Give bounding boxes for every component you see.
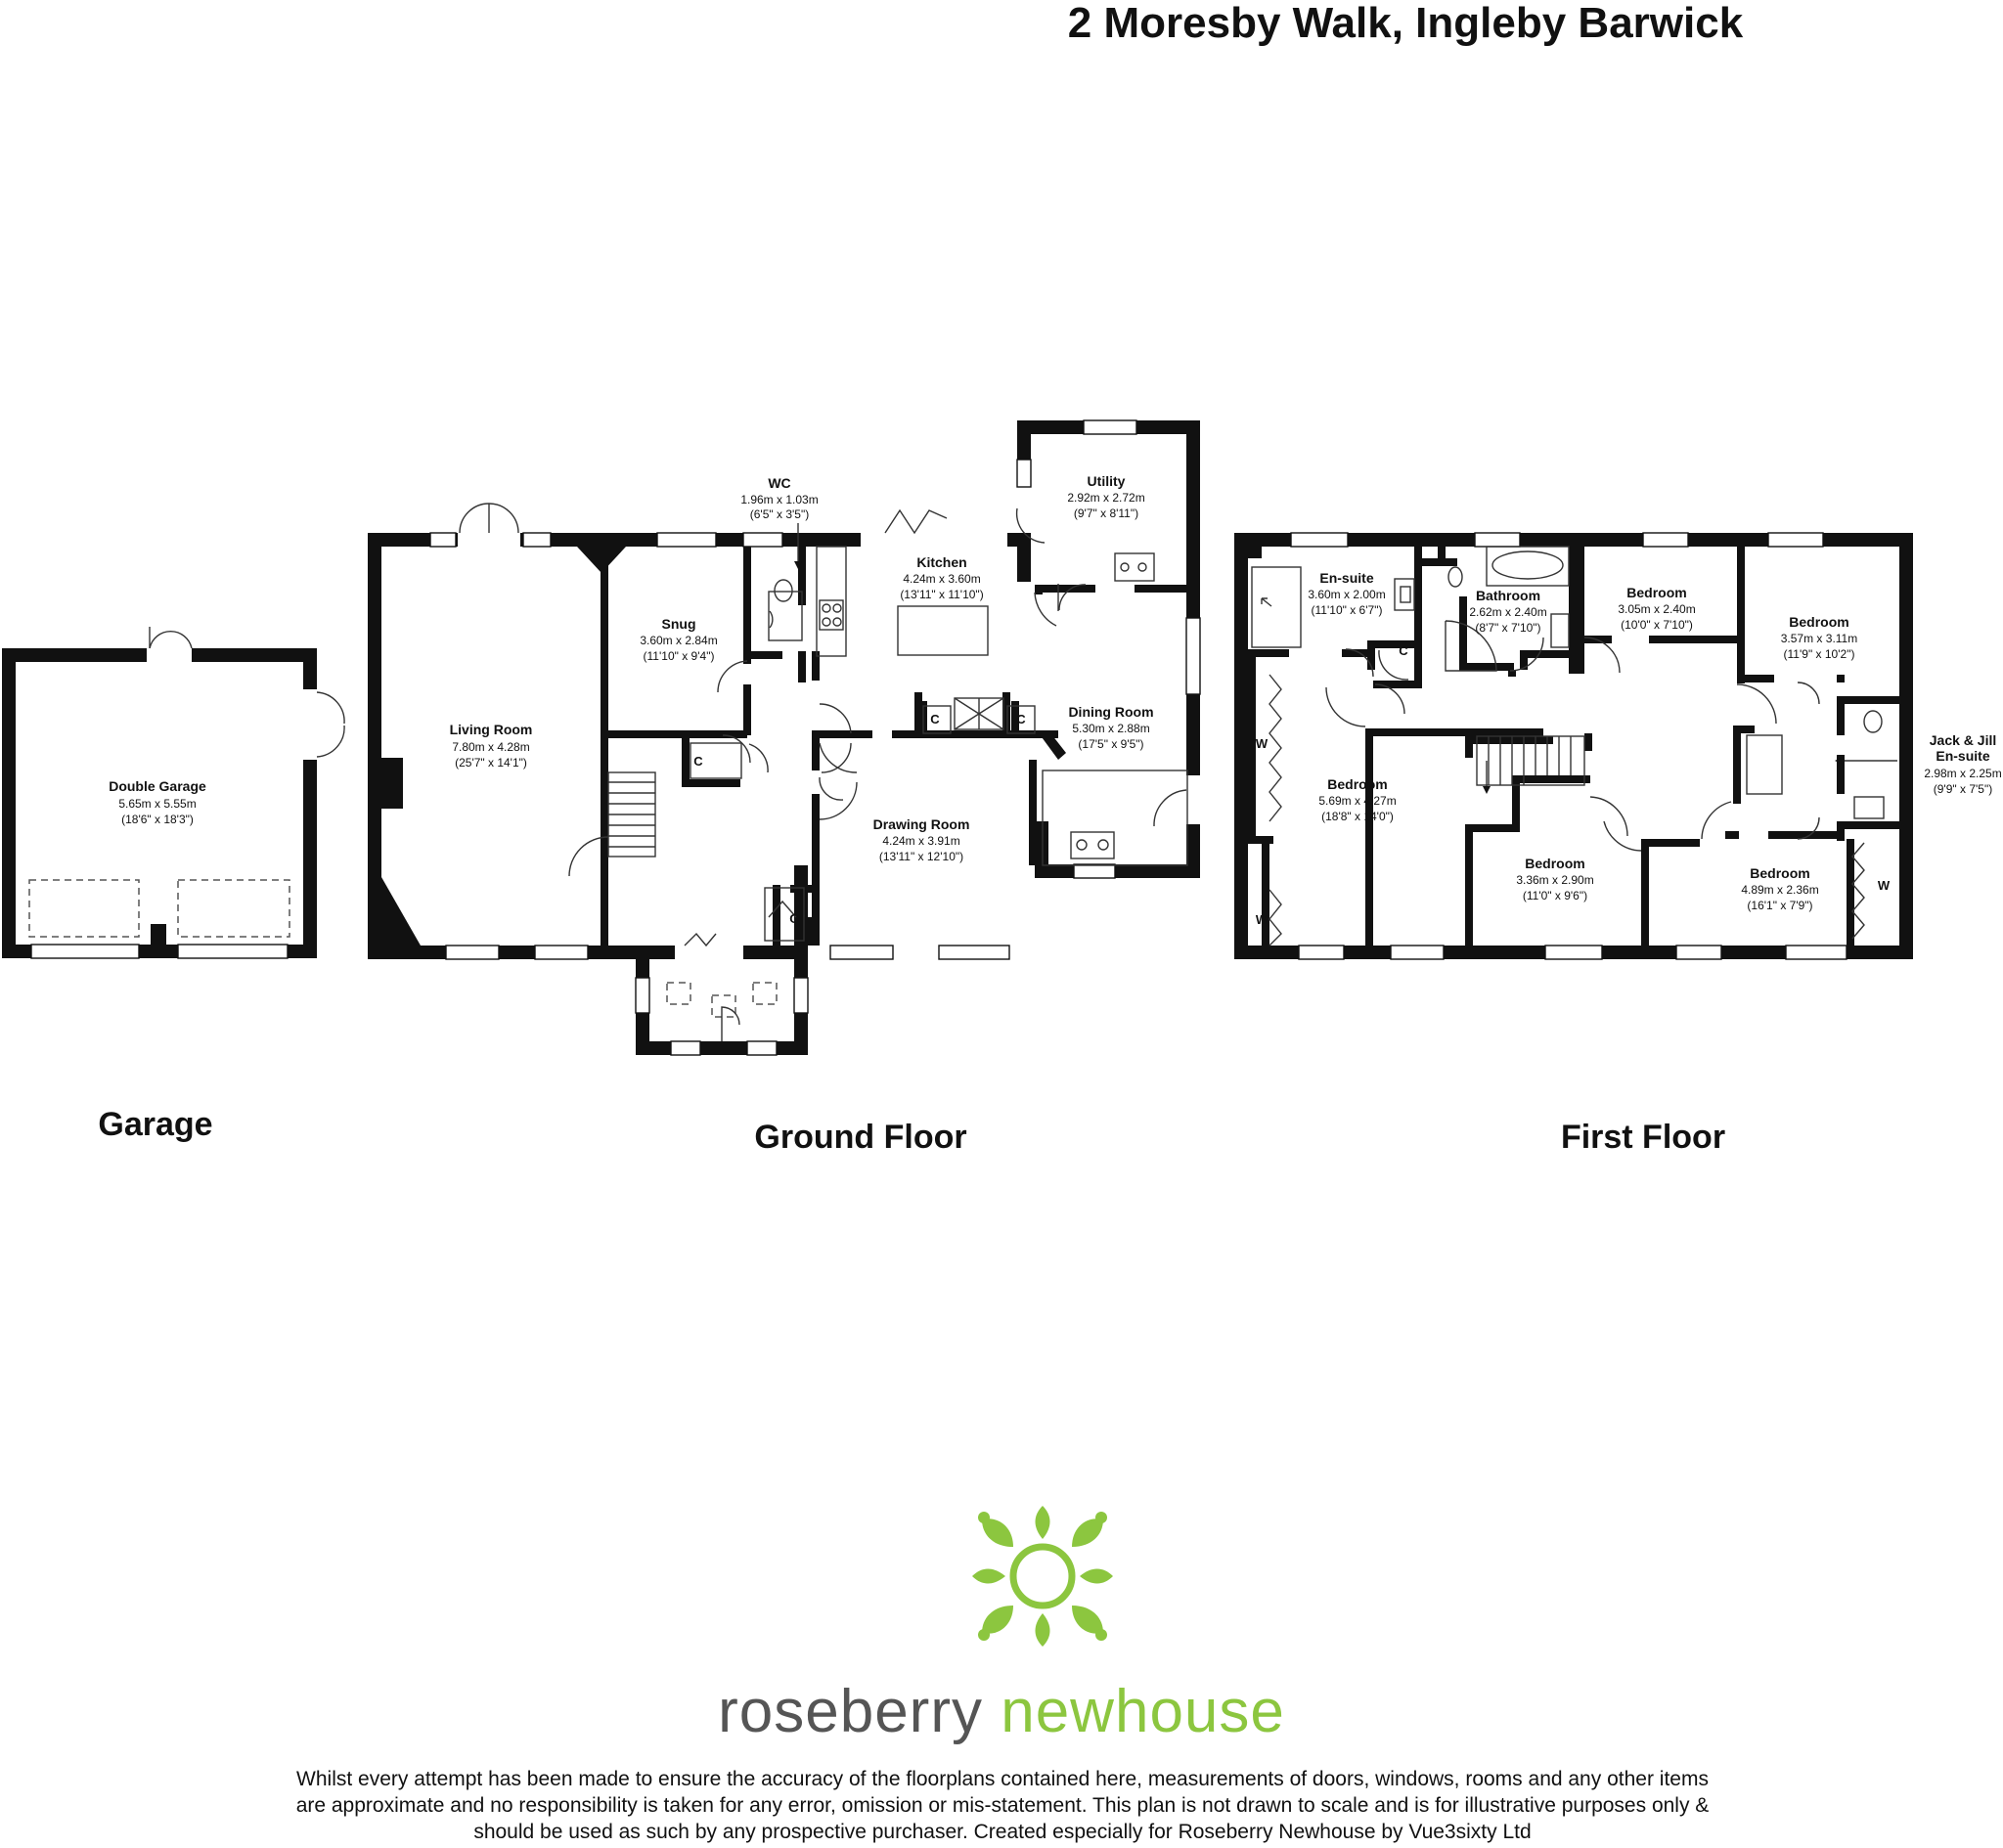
svg-text:7.80m x 4.28m: 7.80m x 4.28m: [452, 740, 529, 754]
svg-text:5.30m x 2.88m: 5.30m x 2.88m: [1072, 722, 1149, 735]
wardrobe-label: W: [1256, 736, 1269, 751]
svg-text:Living Room: Living Room: [450, 722, 533, 737]
svg-text:Bathroom: Bathroom: [1476, 588, 1540, 603]
room-bedroom-small: Bedroom 3.05m x 2.40m (10'0" x 7'10"): [1618, 585, 1695, 632]
roseberry-logo-icon: [972, 1506, 1113, 1647]
svg-text:4.24m x 3.60m: 4.24m x 3.60m: [903, 572, 980, 586]
svg-text:2.62m x 2.40m: 2.62m x 2.40m: [1469, 605, 1546, 619]
svg-text:(18'6" x 18'3"): (18'6" x 18'3"): [121, 813, 194, 826]
svg-text:2.98m x 2.25m: 2.98m x 2.25m: [1924, 767, 2001, 780]
floor-label-first: First Floor: [1561, 1119, 1725, 1156]
room-en-suite: En-suite 3.60m x 2.00m (11'10" x 6'7"): [1308, 570, 1385, 617]
svg-text:(9'7" x 8'11"): (9'7" x 8'11"): [1074, 506, 1138, 520]
floor-label-ground: Ground Floor: [754, 1119, 966, 1156]
svg-text:(18'8" x 14'0"): (18'8" x 14'0"): [1321, 810, 1394, 823]
ground-floor-plan: [368, 419, 1201, 1056]
cupboard-label: C: [789, 911, 799, 926]
svg-text:3.36m x 2.90m: 3.36m x 2.90m: [1516, 873, 1593, 887]
svg-text:(16'1" x 7'9"): (16'1" x 7'9"): [1747, 899, 1812, 912]
cupboard-label: C: [693, 754, 703, 769]
brand-wordmark: roseberry newhouse: [0, 1677, 2003, 1746]
room-snug: Snug 3.60m x 2.84m (11'10" x 9'4"): [640, 616, 717, 663]
svg-text:Jack & Jill: Jack & Jill: [1930, 732, 1997, 748]
cupboard-label: C: [930, 712, 940, 726]
svg-text:2.92m x 2.72m: 2.92m x 2.72m: [1067, 491, 1144, 505]
svg-text:3.57m x 3.11m: 3.57m x 3.11m: [1781, 632, 1857, 645]
svg-text:4.24m x 3.91m: 4.24m x 3.91m: [882, 834, 959, 848]
svg-text:Bedroom: Bedroom: [1750, 865, 1809, 881]
cupboard-label: C: [1016, 712, 1026, 726]
svg-text:Bedroom: Bedroom: [1327, 776, 1387, 792]
svg-text:3.05m x 2.40m: 3.05m x 2.40m: [1618, 602, 1695, 616]
brand-word-newhouse: newhouse: [1001, 1678, 1285, 1745]
svg-text:En-suite: En-suite: [1936, 748, 1989, 764]
svg-text:Bedroom: Bedroom: [1789, 614, 1848, 630]
svg-text:Drawing Room: Drawing Room: [873, 816, 970, 832]
svg-text:1.96m x 1.03m: 1.96m x 1.03m: [740, 493, 818, 506]
svg-text:(10'0" x 7'10"): (10'0" x 7'10"): [1621, 618, 1693, 632]
room-bedroom-ne: Bedroom 3.57m x 3.11m (11'9" x 10'2"): [1781, 614, 1857, 661]
svg-text:5.65m x 5.55m: 5.65m x 5.55m: [118, 797, 196, 811]
svg-text:En-suite: En-suite: [1319, 570, 1373, 586]
svg-text:(6'5" x 3'5"): (6'5" x 3'5"): [750, 507, 809, 521]
svg-text:(11'0" x 9'6"): (11'0" x 9'6"): [1523, 889, 1587, 902]
room-wc: WC 1.96m x 1.03m (6'5" x 3'5"): [740, 475, 819, 569]
wardrobe-label: W: [1256, 912, 1269, 927]
floor-label-garage: Garage: [98, 1106, 212, 1143]
svg-text:(9'9" x 7'5"): (9'9" x 7'5"): [1934, 782, 1992, 796]
garage-plan: [2, 627, 345, 959]
svg-text:Double Garage: Double Garage: [109, 778, 206, 794]
room-drawing-room: Drawing Room 4.24m x 3.91m (13'11" x 12'…: [873, 816, 970, 863]
svg-text:(11'9" x 10'2"): (11'9" x 10'2"): [1784, 647, 1855, 661]
svg-text:(13'11" x 12'10"): (13'11" x 12'10"): [879, 850, 963, 863]
room-utility: Utility 2.92m x 2.72m (9'7" x 8'11"): [1067, 473, 1144, 520]
svg-text:Utility: Utility: [1088, 473, 1126, 489]
wardrobe-label: W: [1878, 878, 1891, 893]
room-jack-jill-en-suite: Jack & Jill En-suite 2.98m x 2.25m (9'9"…: [1924, 732, 2001, 796]
room-kitchen: Kitchen 4.24m x 3.60m (13'11" x 11'10"): [900, 554, 983, 601]
property-title: 2 Moresby Walk, Ingleby Barwick: [1068, 0, 1744, 47]
svg-text:Kitchen: Kitchen: [916, 554, 966, 570]
svg-text:Dining Room: Dining Room: [1068, 704, 1153, 720]
svg-text:Bedroom: Bedroom: [1626, 585, 1686, 600]
svg-text:(11'10" x 9'4"): (11'10" x 9'4"): [644, 649, 715, 663]
svg-text:(17'5" x 9'5"): (17'5" x 9'5"): [1078, 737, 1143, 751]
room-bathroom: Bathroom 2.62m x 2.40m (8'7" x 7'10"): [1469, 588, 1546, 635]
room-dining-room: Dining Room 5.30m x 2.88m (17'5" x 9'5"): [1068, 704, 1153, 751]
room-bedroom-mid: Bedroom 3.36m x 2.90m (11'0" x 9'6"): [1516, 856, 1593, 902]
svg-text:Snug: Snug: [662, 616, 696, 632]
svg-text:WC: WC: [768, 475, 790, 491]
room-bedroom-master: Bedroom 5.69m x 4.27m (18'8" x 14'0"): [1318, 776, 1396, 823]
svg-text:(11'10" x 6'7"): (11'10" x 6'7"): [1312, 603, 1383, 617]
svg-text:5.69m x 4.27m: 5.69m x 4.27m: [1318, 794, 1396, 808]
room-double-garage: Double Garage 5.65m x 5.55m (18'6" x 18'…: [109, 778, 206, 826]
first-floor-plan: [1234, 532, 1913, 960]
svg-text:3.60m x 2.84m: 3.60m x 2.84m: [640, 634, 717, 647]
disclaimer-text: Whilst every attempt has been made to en…: [295, 1768, 1710, 1843]
brand-word-roseberry: roseberry: [718, 1678, 983, 1745]
svg-text:(8'7" x 7'10"): (8'7" x 7'10"): [1475, 621, 1540, 635]
cupboard-label: C: [1399, 643, 1408, 658]
svg-text:3.60m x 2.00m: 3.60m x 2.00m: [1308, 588, 1385, 601]
room-bedroom-se: Bedroom 4.89m x 2.36m (16'1" x 7'9"): [1741, 865, 1818, 912]
svg-text:(25'7" x 14'1"): (25'7" x 14'1"): [455, 756, 527, 770]
room-living-room: Living Room 7.80m x 4.28m (25'7" x 14'1"…: [450, 722, 533, 770]
svg-text:4.89m x 2.36m: 4.89m x 2.36m: [1741, 883, 1818, 897]
svg-text:(13'11" x 11'10"): (13'11" x 11'10"): [900, 588, 983, 601]
svg-text:Bedroom: Bedroom: [1525, 856, 1584, 871]
